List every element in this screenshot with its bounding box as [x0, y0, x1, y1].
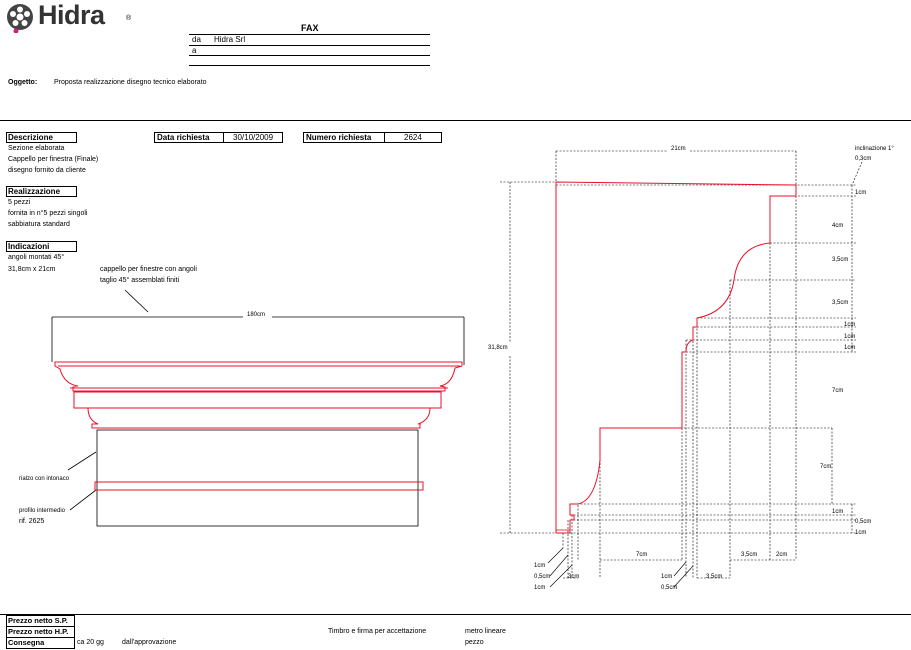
realizzazione-box	[6, 186, 77, 197]
realizzazione-line-1: 5 pezzi	[8, 199, 31, 206]
a-label: a	[192, 46, 197, 55]
descrizione-line-3: disegno fornito da cliente	[8, 167, 86, 174]
indicazioni-note-1: cappello per finestre con angoli	[100, 266, 197, 273]
oggetto-label: Oggetto:	[8, 79, 38, 86]
data-richiesta-label: Data richiesta	[157, 133, 210, 142]
registered-mark: ®	[126, 15, 132, 22]
descrizione-line-2: Cappello per finestra (Finale)	[8, 156, 99, 163]
consegna-value: ca 20 gg	[77, 639, 104, 646]
bottom-dim-6: 1cm	[661, 574, 673, 580]
data-richiesta-sep	[223, 132, 224, 143]
timbro-label: Timbro e firma per accettazione	[328, 628, 427, 635]
indicazioni-line-2: 31,8cm x 21cm	[8, 266, 56, 273]
data-richiesta-value: 30/10/2009	[233, 133, 274, 142]
data-richiesta-box	[154, 132, 283, 143]
brand-name: Hidra	[38, 0, 105, 30]
rialzo-note: rialzo con intonaco	[19, 476, 70, 482]
bottom-dim-9: 3,5cm	[741, 552, 758, 558]
da-label: da	[192, 35, 201, 44]
descrizione-label: Descrizione	[8, 133, 53, 142]
profilo-note: profilo intermedio	[19, 508, 66, 514]
inclinazione-label: inclinazione 1°	[855, 146, 894, 152]
section-height: 31,8cm	[488, 345, 508, 351]
fax-line-4	[189, 65, 430, 66]
fax-line-3	[189, 55, 430, 56]
indicazioni-line-1: angoli montati 45°	[8, 254, 65, 261]
right-dim-1: 1cm	[855, 190, 867, 196]
right-dim-6: 1cm	[844, 334, 856, 340]
right-dim-12: 1cm	[855, 530, 867, 536]
da-value: Hidra Srl	[214, 35, 246, 44]
main-divider	[0, 120, 911, 121]
section-profile	[555, 181, 797, 534]
bottom-dim-7: 0,5cm	[661, 585, 678, 591]
consegna-note: dall'approvazione	[122, 639, 177, 646]
numero-richiesta-label: Numero richiesta	[306, 133, 372, 142]
prezzo-row-line-1	[6, 626, 75, 627]
descrizione-line-1: Sezione elaborata	[8, 145, 65, 152]
right-dim-11: 0,5cm	[855, 519, 872, 525]
inclinazione-value: 0,3cm	[855, 156, 872, 162]
fax-title: FAX	[301, 23, 319, 33]
right-dim-8: 7cm	[832, 388, 844, 394]
bottom-dim-8: 3,5cm	[706, 574, 723, 580]
bottom-dim-5: 7cm	[636, 552, 648, 558]
front-width-label: 180cm	[247, 312, 266, 318]
numero-richiesta-box	[303, 132, 442, 143]
consegna-label: Consegna	[8, 638, 45, 647]
metro-lineare-label: metro lineare	[465, 628, 506, 635]
right-dim-4: 3,5cm	[832, 300, 849, 306]
right-dim-3: 3,5cm	[832, 257, 849, 263]
right-dim-5: 1cm	[844, 322, 856, 328]
indicazioni-note-2: taglio 45° assemblati finiti	[100, 277, 180, 284]
bottom-dim-2: 0,5cm	[534, 574, 551, 580]
oggetto-value: Proposta realizzazione disegno tecnico e…	[54, 79, 207, 86]
realizzazione-line-3: sabbiatura standard	[8, 221, 70, 228]
right-dim-7: 1cm	[844, 345, 856, 351]
indicazioni-label: Indicazioni	[8, 242, 50, 251]
fax-line-2	[189, 45, 430, 46]
section-top-width: 21cm	[671, 146, 686, 152]
prezzo-hp-label: Prezzo netto H.P.	[8, 627, 69, 636]
realizzazione-line-2: fornita in n°5 pezzi singoli	[8, 210, 88, 217]
prezzo-sp-label: Prezzo netto S.P.	[8, 616, 68, 625]
right-dim-9: 7cm	[820, 464, 832, 470]
numero-richiesta-value: 2624	[404, 133, 422, 142]
bottom-dim-4: 3cm	[568, 574, 580, 580]
prezzo-table	[6, 615, 75, 649]
bottom-dim-3: 1cm	[534, 585, 546, 591]
rif-note: rif. 2625	[19, 518, 45, 525]
footer-divider	[0, 614, 911, 615]
bottom-dim-10: 2cm	[776, 552, 788, 558]
indicazioni-box	[6, 241, 77, 252]
bottom-dim-1: 1cm	[534, 563, 546, 569]
right-dim-10: 1cm	[832, 509, 844, 515]
prezzo-row-line-2	[6, 637, 75, 638]
fax-line-1	[189, 34, 430, 35]
realizzazione-label: Realizzazione	[8, 187, 61, 196]
descrizione-box	[6, 132, 77, 143]
pezzo-label: pezzo	[465, 639, 484, 646]
logo-flower-icon	[7, 4, 33, 33]
right-dim-2: 4cm	[832, 223, 844, 229]
numero-richiesta-sep	[384, 132, 385, 143]
